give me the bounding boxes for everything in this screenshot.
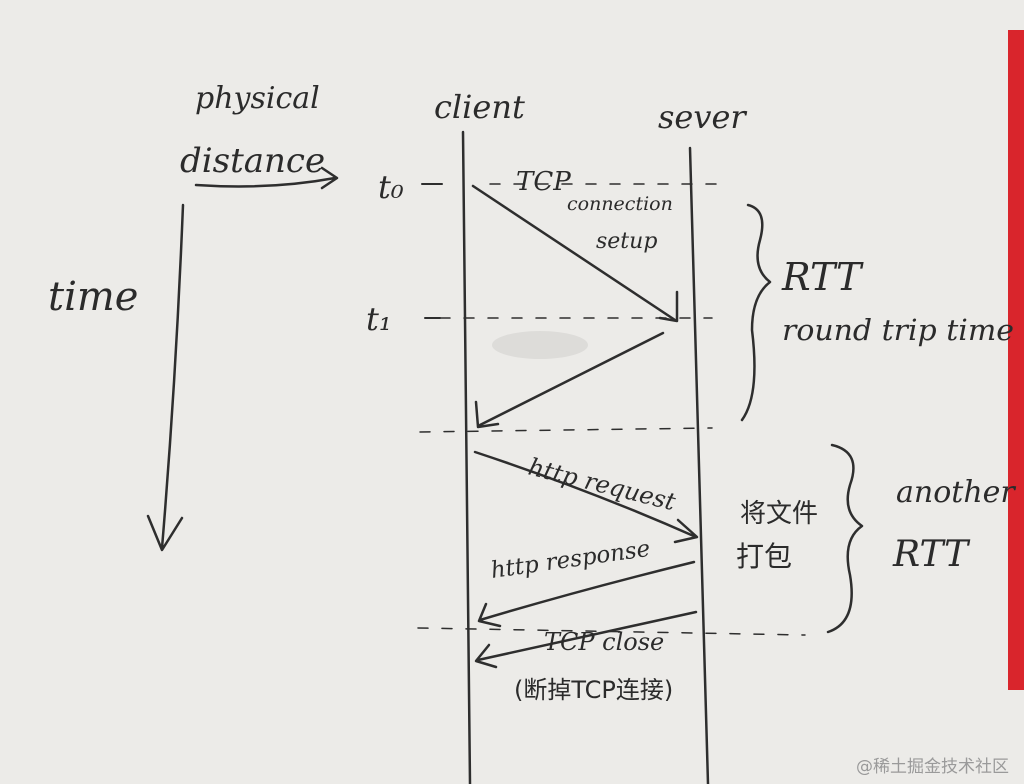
time-arrow <box>146 203 185 552</box>
setup-label: setup <box>596 229 657 254</box>
tcp-label: TCP <box>516 167 571 197</box>
tcp-close-note: (断掉TCP连接) <box>514 676 673 704</box>
tcp-close-arrow <box>476 610 698 662</box>
connection-label: connection <box>567 193 673 215</box>
tcp-close-arrowhead <box>474 643 498 669</box>
http-response-arrow <box>478 560 696 622</box>
erased-scribble <box>492 331 588 359</box>
distance-label: distance <box>180 141 325 181</box>
tcp-synack-arrowhead <box>474 400 500 429</box>
client-lifeline <box>461 130 472 784</box>
round-trip-time-label: round trip time <box>782 313 1014 347</box>
rtt-brace <box>740 203 772 422</box>
request-start-dashed-line <box>419 427 713 433</box>
tcp-synack-arrow <box>478 331 665 427</box>
red-page-edge <box>1008 30 1024 690</box>
t1-label: t₁ <box>366 300 392 338</box>
client-label: client <box>434 88 525 126</box>
tcp-close-label: TCP close <box>544 628 664 656</box>
time-label: time <box>48 274 138 320</box>
http-request-arrow <box>473 450 698 539</box>
server-label: sever <box>658 98 747 136</box>
tcp-syn-arrow <box>471 184 677 322</box>
pack-file-label-line1: 将文件 <box>740 499 818 529</box>
another-label: another <box>896 475 1016 510</box>
watermark: @稀土掘金技术社区 <box>856 757 1009 777</box>
http-request-arrowhead <box>673 518 699 544</box>
distance-arrow <box>194 166 339 190</box>
rtt-label: RTT <box>781 255 864 299</box>
physical-label: physical <box>195 81 320 116</box>
pack-file-label-line2: 打包 <box>736 540 792 573</box>
tcp-syn-arrowhead <box>658 290 679 323</box>
another-rtt-brace <box>826 443 864 634</box>
t0-label: t₀ <box>378 168 404 206</box>
server-lifeline <box>688 146 710 784</box>
another-rtt-label: RTT <box>892 534 971 575</box>
http-response-arrowhead <box>477 602 502 628</box>
